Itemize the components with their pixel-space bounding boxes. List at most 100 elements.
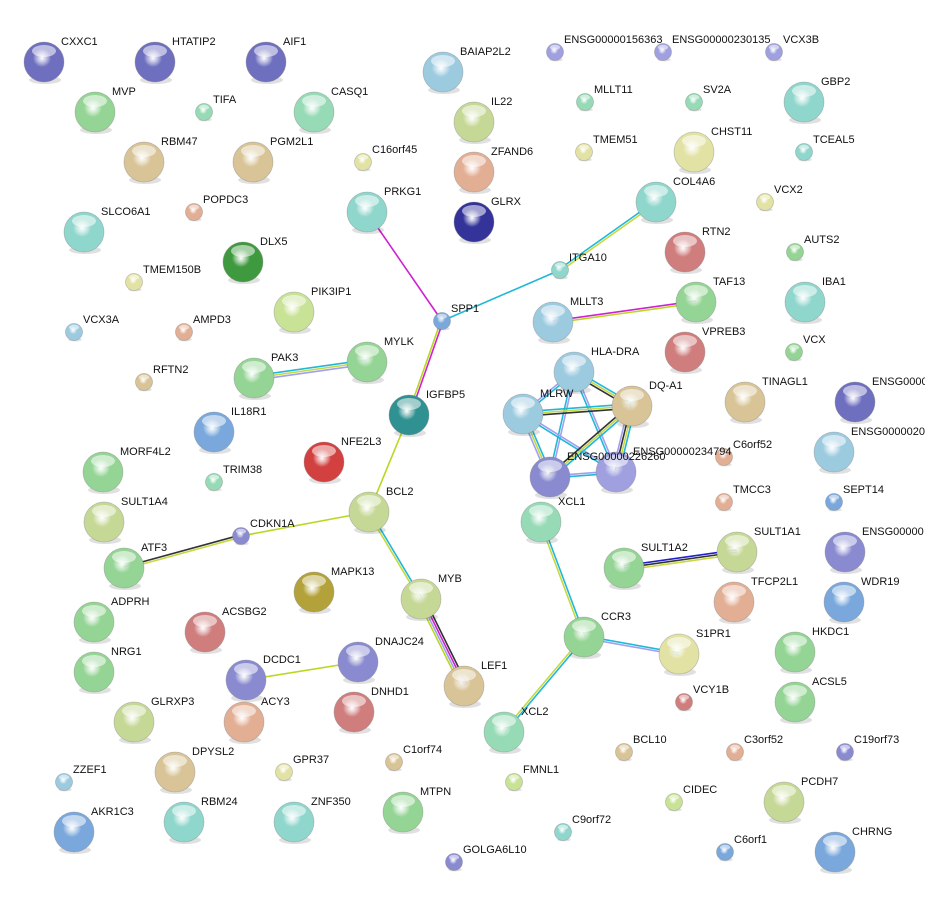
node-s1pr1[interactable] [658,633,700,676]
node-col4a6[interactable] [635,181,677,224]
node-sult1a2[interactable] [603,547,645,590]
node-vpreb3[interactable] [664,331,706,374]
node-pak3[interactable] [233,357,275,400]
node-vcx2[interactable] [756,193,774,212]
node-baiap2l2[interactable] [422,51,464,94]
node-acsbg2[interactable] [184,611,226,654]
node-cidec[interactable] [665,793,683,812]
node-itga10[interactable] [551,261,569,280]
node-mllt3[interactable] [532,301,574,344]
node-nfe2l3[interactable] [303,441,345,484]
node-ensg00000156363[interactable] [546,43,564,62]
node-tmcc3[interactable] [715,493,733,512]
edge-CCR3-XCL2[interactable] [502,635,586,734]
node-morf4l2[interactable] [82,451,124,494]
node-auts2[interactable] [786,243,804,262]
node-c19orf73[interactable] [836,743,854,762]
edge-BCL2-CDKN1A[interactable] [240,511,370,537]
node-chrng[interactable] [814,831,856,874]
node-gbp2[interactable] [783,81,825,124]
node-mlrw[interactable] [502,393,544,436]
edge-CDKN1A-ATF3[interactable] [123,534,242,570]
node-prkg1[interactable] [346,191,388,234]
node-pcdh7[interactable] [763,781,805,824]
node-ensg00000234794[interactable] [595,451,637,494]
node-vcx3a[interactable] [65,323,83,342]
node-mtpn[interactable] [382,791,424,834]
node-rtn2[interactable] [664,231,706,274]
node-rbm24[interactable] [163,801,205,844]
node-vcx3b[interactable] [765,43,783,62]
node-vcy1b[interactable] [675,693,693,712]
node-tmem150b[interactable] [125,273,143,292]
node-acsl5[interactable] [774,681,816,724]
node-igfbp5[interactable] [388,394,430,437]
node-glrxp3[interactable] [113,701,155,744]
node-c6orf52[interactable] [715,448,733,467]
node-tmem51[interactable] [575,143,593,162]
node-sept14[interactable] [825,493,843,512]
node-dlx5[interactable] [222,241,264,284]
node-pik3ip1[interactable] [273,291,315,334]
node-zfand6[interactable] [453,151,495,194]
node-zzef1[interactable] [55,773,73,792]
node-popdc3[interactable] [185,203,203,222]
node-tfcp2l1[interactable] [713,581,755,624]
node-ensg0000020[interactable] [813,431,855,474]
node-slco6a1[interactable] [63,211,105,254]
node-gpr37[interactable] [275,763,293,782]
node-trim38[interactable] [205,473,223,492]
edge-PRKG1-SPP1[interactable] [366,211,443,322]
node-tinagl1[interactable] [724,381,766,424]
node-hkdc1[interactable] [774,631,816,674]
node-il22[interactable] [453,101,495,144]
node-dq-a1[interactable] [611,385,653,428]
edge-XCL1-CCR3[interactable] [539,521,586,638]
node-pgm2l1[interactable] [232,141,274,184]
node-taf13[interactable] [675,281,717,324]
node-xcl1[interactable] [520,501,562,544]
node-aif1[interactable] [245,41,287,84]
node-casq1[interactable] [293,91,335,134]
node-atf3[interactable] [103,547,145,590]
node-rbm47[interactable] [123,141,165,184]
node-akr1c3[interactable] [53,811,95,854]
node-bcl2[interactable] [348,491,390,534]
node-vcx[interactable] [785,343,803,362]
node-dpysl2[interactable] [154,751,196,794]
node-ampd3[interactable] [175,323,193,342]
node-wdr19[interactable] [823,581,865,624]
node-nrg1[interactable] [73,651,115,694]
node-ensg0000[interactable] [834,381,876,424]
node-dcdc1[interactable] [225,659,267,702]
node-dnajc24[interactable] [337,641,379,684]
node-rftn2[interactable] [135,373,153,392]
node-glrx[interactable] [453,201,495,244]
node-iba1[interactable] [784,281,826,324]
node-golga6l10[interactable] [445,853,463,872]
node-mylk[interactable] [346,341,388,384]
node-c1orf74[interactable] [385,753,403,772]
node-dnhd1[interactable] [333,691,375,734]
node-ensg00000[interactable] [824,531,866,574]
node-sult1a1[interactable] [716,531,758,574]
node-hla-dra[interactable] [553,351,595,394]
node-xcl2[interactable] [483,711,525,754]
node-sv2a[interactable] [685,93,703,112]
node-sult1a4[interactable] [83,501,125,544]
node-myb[interactable] [400,578,442,621]
node-cxxc1[interactable] [23,41,65,84]
node-znf350[interactable] [273,801,315,844]
node-c6orf1[interactable] [716,843,734,862]
node-chst11[interactable] [673,131,715,174]
node-ensg00000226260[interactable] [529,456,571,499]
node-cdkn1a[interactable] [232,527,250,546]
node-c16orf45[interactable] [354,153,372,172]
node-c9orf72[interactable] [554,823,572,842]
node-fmnl1[interactable] [505,773,523,792]
node-acy3[interactable] [223,701,265,744]
node-bcl10[interactable] [615,743,633,762]
node-mllt11[interactable] [576,93,594,112]
node-tifa[interactable] [195,103,213,122]
